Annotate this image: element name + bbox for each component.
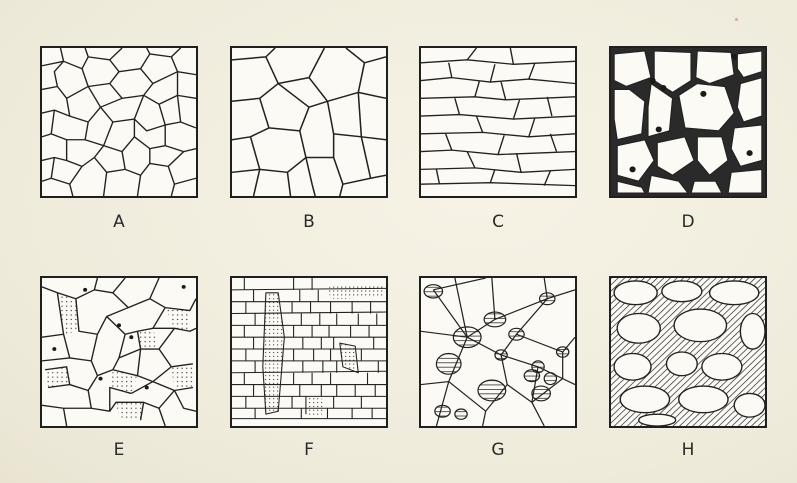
- panel-c-drawing: [421, 48, 575, 196]
- panel-e: [40, 276, 198, 428]
- panel-d: [609, 46, 767, 198]
- panel-c: [419, 46, 577, 198]
- panel-label-d: D: [673, 212, 703, 232]
- panel-label-h: H: [673, 440, 703, 460]
- panel-label-a: A: [104, 212, 134, 232]
- panel-label-c: C: [483, 212, 513, 232]
- panel-label-g: G: [483, 440, 513, 460]
- panel-e-drawing: [42, 278, 196, 426]
- panel-h-drawing: [611, 278, 765, 426]
- panel-a: [40, 46, 198, 198]
- panel-f-drawing: [232, 278, 386, 426]
- panel-label-b: B: [294, 212, 324, 232]
- panel-g-drawing: [421, 278, 575, 426]
- panel-g: [419, 276, 577, 428]
- panel-label-f: F: [294, 440, 324, 460]
- panel-b-drawing: [232, 48, 386, 196]
- panel-d-drawing: [611, 48, 765, 196]
- panel-b: [230, 46, 388, 198]
- panel-label-e: E: [104, 440, 134, 460]
- panel-h: [609, 276, 767, 428]
- panel-a-drawing: [42, 48, 196, 196]
- speck-mark: [735, 18, 738, 21]
- panel-f: [230, 276, 388, 428]
